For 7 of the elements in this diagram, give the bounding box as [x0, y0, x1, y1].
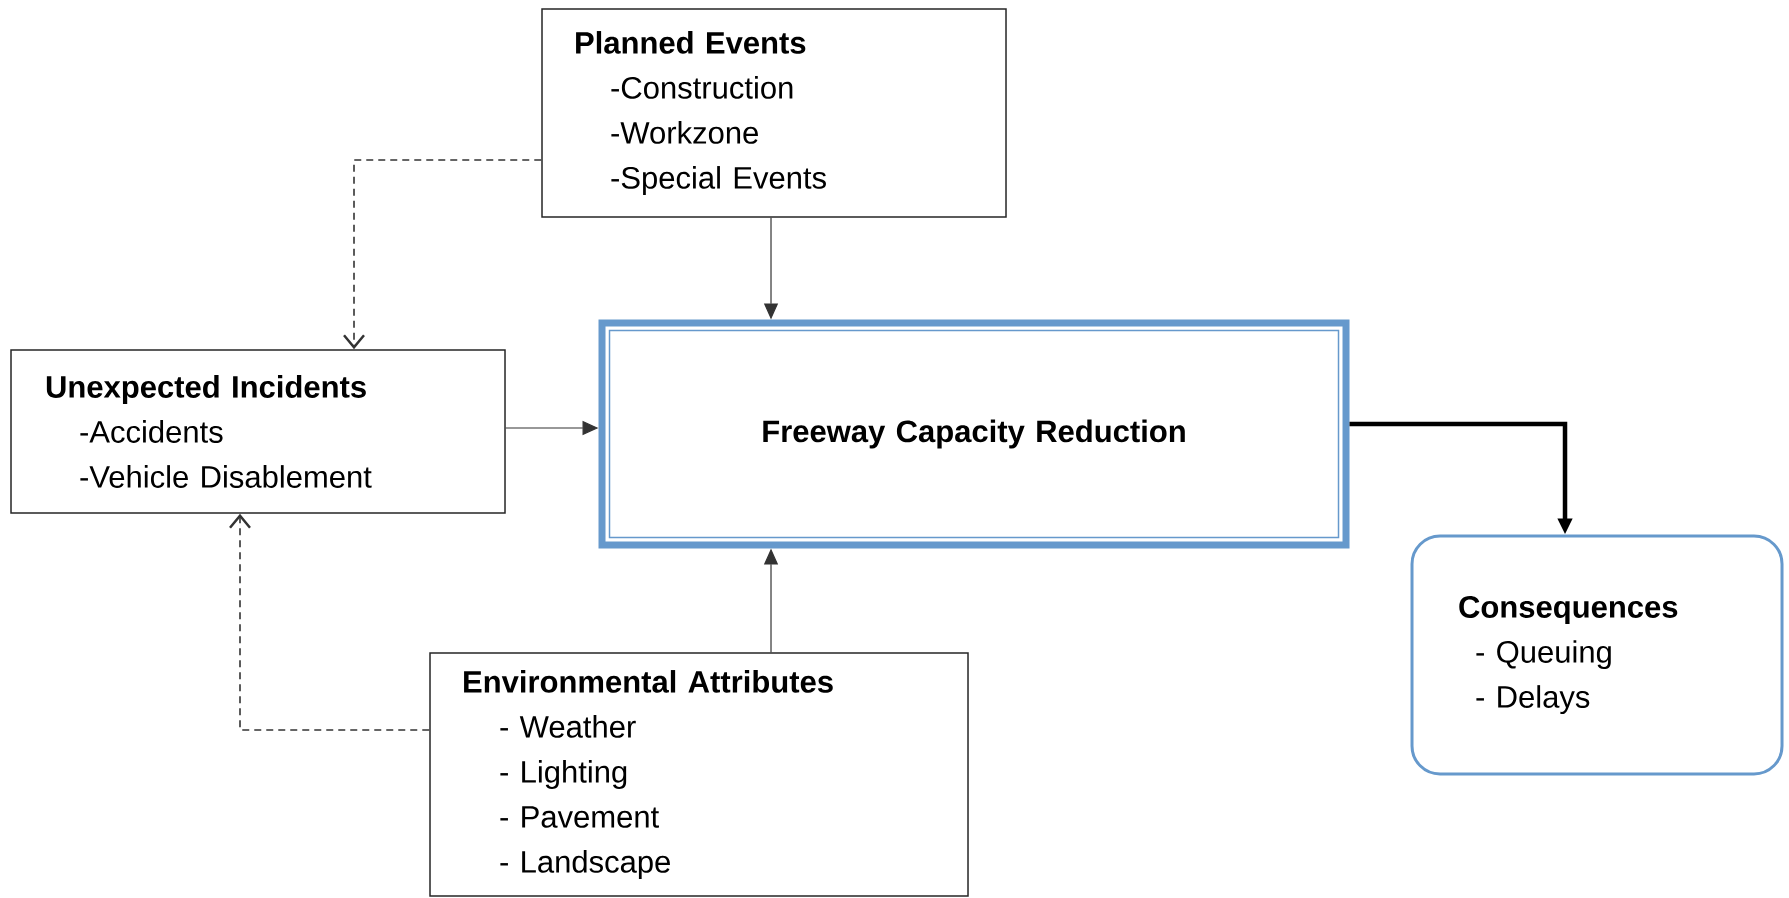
arrow — [229, 513, 431, 731]
process-box: Unexpected Incidents -Accidents -Vehicle Disablement — [10, 349, 506, 514]
process-box: Environmental Attributes - Weather - Lighting - Pavement - Landscape — [429, 652, 969, 897]
central-box: Freeway Capacity Reduction — [598, 319, 1350, 549]
outcome-box: Consequences - Queuing - Delays — [1410, 534, 1784, 776]
process-box: Planned Events -Construction -Workzone -Special Events — [541, 8, 1007, 218]
arrow — [343, 159, 543, 350]
